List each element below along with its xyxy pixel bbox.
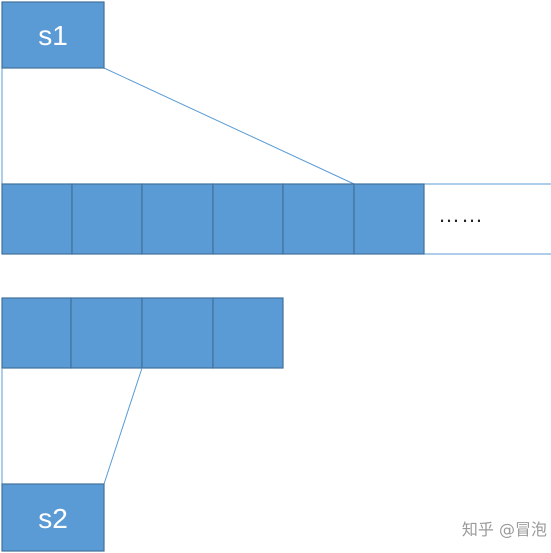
array-cell: [141, 297, 214, 369]
s1-box: [1, 1, 105, 69]
second-array: [1, 297, 284, 369]
array-cell: [141, 183, 214, 255]
array-cell: [212, 297, 284, 369]
array-cell: [70, 297, 143, 369]
array-cell: [353, 183, 425, 255]
array-cell: [1, 297, 72, 369]
s2-box: [1, 483, 105, 552]
continuation-ellipsis: ……: [438, 202, 484, 227]
s2-diagonal-connector: [103, 367, 143, 485]
array-cell: [71, 183, 143, 255]
array-cell: [1, 183, 73, 255]
s1-diagonal-connector: [103, 67, 355, 185]
watermark-text: 知乎 @冒泡: [462, 520, 547, 539]
slice-s1-group: s1: [1, 1, 355, 185]
slice-s2-group: s2: [1, 367, 143, 552]
underlying-array: ……: [1, 183, 551, 255]
s1-label: s1: [38, 20, 68, 51]
s2-label: s2: [38, 503, 68, 534]
array-cell: [282, 183, 355, 255]
array-cell: [212, 183, 284, 255]
